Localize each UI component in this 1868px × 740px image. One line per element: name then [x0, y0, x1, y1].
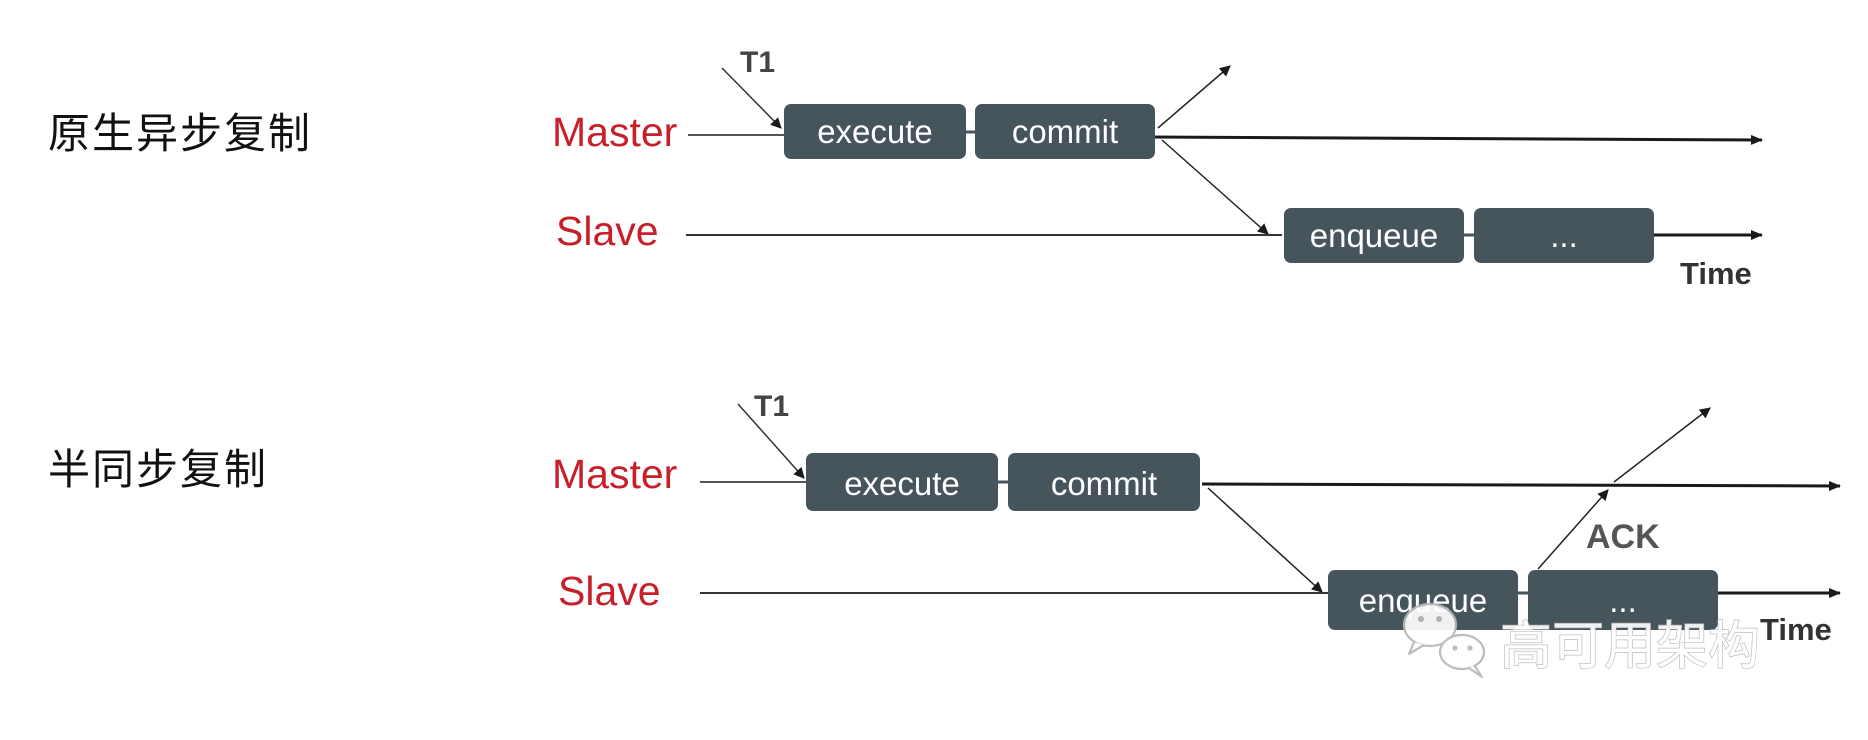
ack-arrow: [1537, 489, 1609, 570]
time-label: Time: [1760, 612, 1832, 647]
enqueue-step: [1328, 570, 1518, 630]
slave-label: Slave: [558, 568, 661, 614]
commit-step: [975, 104, 1155, 159]
execute-step-label: execute: [817, 113, 933, 150]
replicate-arrow: [1207, 487, 1323, 593]
t1-arrow: [737, 403, 805, 479]
watermark: 高可用架构: [1402, 602, 1761, 679]
ellipsis-step: [1528, 570, 1718, 630]
return-to-client-arrow: [1613, 407, 1711, 483]
semi-sync-diagram: T1 Master Slave execute commit ACK enque…: [552, 390, 1841, 647]
commit-step-label: commit: [1051, 465, 1157, 502]
ellipsis-step: [1474, 208, 1654, 263]
commit-step: [1008, 453, 1200, 511]
async-replication-title: 原生异步复制: [48, 109, 313, 158]
semi-sync-replication-title: 半同步复制: [48, 445, 269, 494]
ellipsis-step-label: ...: [1609, 582, 1637, 619]
ack-label: ACK: [1586, 518, 1660, 556]
async-diagram: T1 Master Slave execute commit enqueue .…: [552, 46, 1763, 291]
wechat-icon: [1402, 602, 1486, 679]
ellipsis-step-label: ...: [1550, 217, 1578, 254]
execute-step: [806, 453, 998, 511]
watermark-text: 高可用架构: [1500, 617, 1760, 677]
return-to-client-arrow: [1157, 65, 1231, 129]
time-label: Time: [1680, 256, 1752, 291]
t1-label: T1: [754, 390, 789, 423]
enqueue-step-label: enqueue: [1310, 217, 1438, 254]
t1-label: T1: [740, 46, 775, 79]
master-label: Master: [552, 451, 677, 497]
master-timeline: [1149, 134, 1763, 145]
execute-step-label: execute: [844, 465, 960, 502]
t1-arrow: [721, 67, 782, 129]
commit-step-label: commit: [1012, 113, 1118, 150]
slave-label: Slave: [556, 208, 659, 254]
replicate-arrow: [1161, 139, 1269, 235]
master-timeline: [1201, 480, 1841, 491]
execute-step: [784, 104, 966, 159]
master-label: Master: [552, 109, 677, 155]
enqueue-step: [1284, 208, 1464, 263]
